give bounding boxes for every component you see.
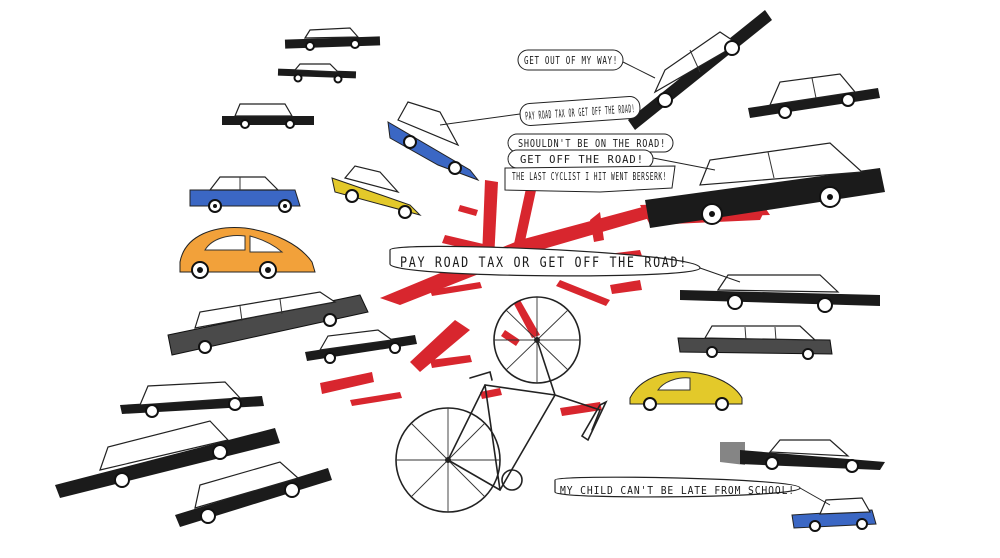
- car-yellow-diving: [331, 165, 422, 219]
- car-grey-limo-right: [677, 325, 833, 360]
- car-dark-top-right: [748, 73, 880, 119]
- car-blue-left: [189, 176, 301, 213]
- car-dark-top-1: [284, 27, 381, 51]
- car-dark-bottom-left-1: [120, 381, 264, 418]
- speech-bubble-get-out-of-my-way: GET OUT OF MY WAY!: [517, 49, 656, 79]
- crashed-bicycle: [395, 296, 608, 513]
- bike-front-wheel: [493, 296, 581, 384]
- car-blue-bottom-right: [791, 497, 877, 532]
- car-big-dark-right: [645, 142, 885, 228]
- bubble-text: GET OFF THE ROAD!: [520, 153, 644, 166]
- bubble-text: PAY ROAD TAX OR GET OFF THE ROAD!: [400, 255, 688, 271]
- car-dark-speeding: [720, 439, 885, 473]
- car-dark-top-right-diagonal: [628, 10, 772, 130]
- car-dark-center: [305, 329, 417, 364]
- car-grey-limo-left: [167, 291, 369, 356]
- bubble-text: MY CHILD CAN'T BE LATE FROM SCHOOL!: [560, 484, 795, 497]
- car-blue-diving: [387, 101, 480, 182]
- speech-bubble-pay-road-tax-big: PAY ROAD TAX OR GET OFF THE ROAD!: [389, 245, 741, 283]
- bubble-text: GET OUT OF MY WAY!: [524, 54, 618, 67]
- speech-bubble-last-cyclist: THE LAST CYCLIST I HIT WENT BERSERK!: [504, 165, 676, 193]
- car-orange-beetle: [179, 226, 316, 279]
- car-dark-bottom-left-2: [55, 420, 280, 498]
- car-yellow-right: [629, 371, 743, 411]
- car-dark-top-2: [277, 63, 357, 84]
- speech-bubble-my-child-late: MY CHILD CAN'T BE LATE FROM SCHOOL!: [554, 476, 831, 506]
- speech-bubble-get-off-the-road: GET OFF THE ROAD!: [507, 149, 716, 171]
- bubble-text: SHOULDN'T BE ON THE ROAD!: [518, 137, 666, 150]
- car-dark-bottom-left-3: [175, 461, 332, 527]
- car-dark-mid: [222, 103, 314, 129]
- speech-bubble-shouldnt-be-on-road: SHOULDN'T BE ON THE ROAD!: [507, 133, 674, 153]
- car-dark-right-mid: [680, 274, 880, 313]
- speech-bubble-pay-road-tax-small: PAY ROAD TAX OR GET OFF THE ROAD!: [439, 96, 641, 126]
- bubble-text: THE LAST CYCLIST I HIT WENT BERSERK!: [512, 170, 667, 183]
